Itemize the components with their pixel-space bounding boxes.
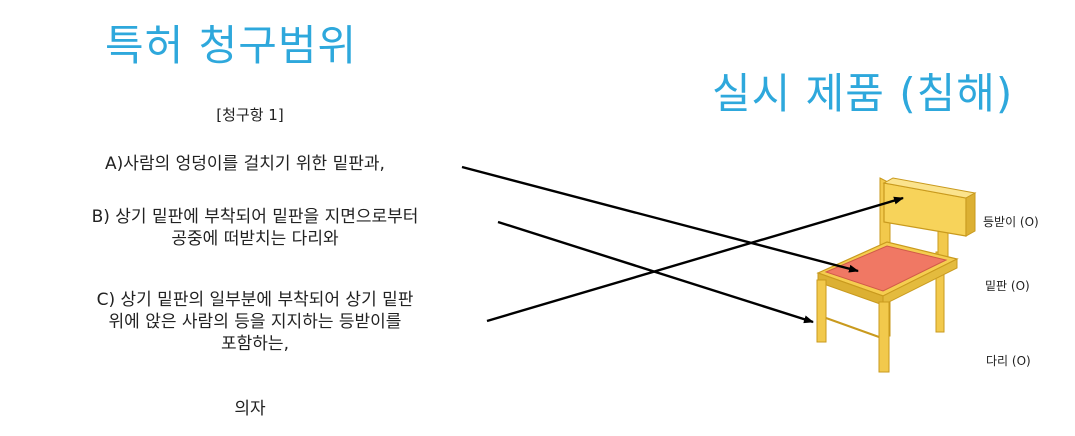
claim-element-c: C) 상기 밑판의 일부분에 부착되어 상기 밑판 위에 앉은 사람의 등을 지… xyxy=(15,289,495,355)
claim-element-c-line-1: C) 상기 밑판의 일부분에 부착되어 상기 밑판 xyxy=(96,290,414,310)
claims-title: 특허 청구범위 xyxy=(105,21,358,70)
claim-object: 의자 xyxy=(234,399,266,419)
claim-element-b: B) 상기 밑판에 부착되어 밑판을 지면으로부터 공중에 떠받치는 다리와 xyxy=(15,206,495,250)
claim-element-c-line-2: 위에 앉은 사람의 등을 지지하는 등받이를 xyxy=(108,312,402,332)
arrow-c-to-backrest xyxy=(486,196,904,323)
product-title: 실시 제품 (침해) xyxy=(712,69,1014,118)
claim-element-c-line-3: 포함하는, xyxy=(221,334,289,354)
claim-element-a-line: A)사람의 엉덩이를 걸치기 위한 밑판과, xyxy=(105,154,385,174)
arrow-a-to-seat xyxy=(461,165,859,273)
label-seat: 밑판 (O) xyxy=(985,279,1030,293)
claim-element-b-line-1: B) 상기 밑판에 부착되어 밑판을 지면으로부터 xyxy=(91,207,419,227)
label-backrest: 등받이 (O) xyxy=(983,215,1039,229)
claim-element-a: A)사람의 엉덩이를 걸치기 위한 밑판과, xyxy=(30,153,460,175)
seat-cushion xyxy=(824,245,948,292)
claim-number: [청구항 1] xyxy=(216,106,284,124)
claim-element-b-line-2: 공중에 떠받치는 다리와 xyxy=(171,229,339,249)
chair-illustration-icon xyxy=(816,177,977,373)
label-legs: 다리 (O) xyxy=(986,354,1031,368)
